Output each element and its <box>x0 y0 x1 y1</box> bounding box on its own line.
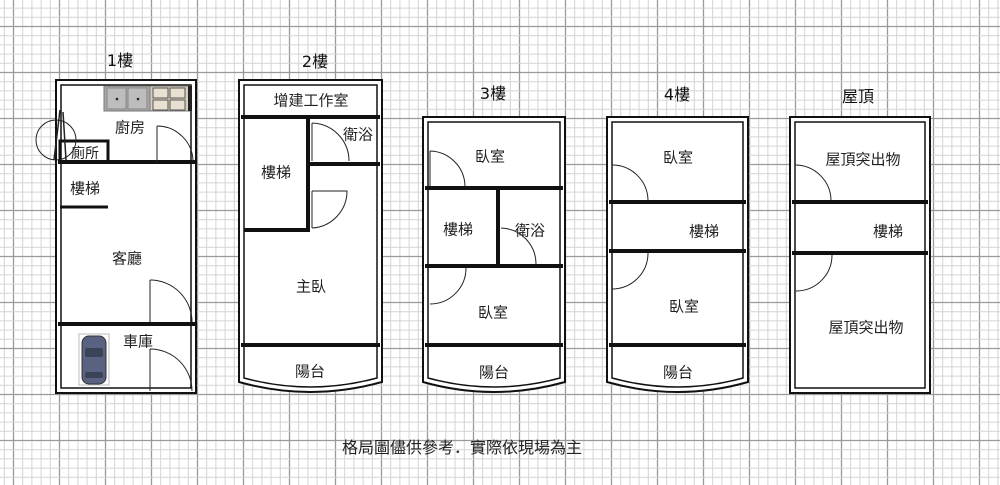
room-label: 陽台 <box>294 362 326 381</box>
door-swing-icon <box>35 109 194 392</box>
floor-title-4f: 4樓 <box>663 85 691 104</box>
room-label: 主臥 <box>295 277 327 296</box>
floor-title-1f: 1樓 <box>106 51 134 70</box>
door-swing-icon <box>611 164 649 290</box>
room-label: 衛浴 <box>514 221 546 240</box>
room-label: 客廳 <box>111 249 143 268</box>
room-label: 樓梯 <box>872 222 904 241</box>
door-swing-icon <box>794 164 833 292</box>
floor-3-plan <box>422 116 566 393</box>
floor-1-plan <box>35 79 197 394</box>
room-label: 屋頂突出物 <box>828 318 904 337</box>
floor-title-2f: 2樓 <box>301 52 329 71</box>
room-label: 臥室 <box>477 303 509 322</box>
sink-icon <box>103 85 151 112</box>
roof-plan <box>789 116 931 394</box>
car-icon <box>78 333 110 386</box>
room-label: 屋頂突出物 <box>825 150 901 169</box>
room-label: 樓梯 <box>260 163 292 182</box>
door-swing-icon <box>429 150 537 305</box>
room-label: 樓梯 <box>69 179 101 198</box>
room-label: 廚房 <box>114 118 146 137</box>
room-label: 增建工作室 <box>273 91 349 110</box>
room-label: 車庫 <box>122 332 154 351</box>
stove-icon <box>149 85 192 112</box>
room-label: 廁所 <box>71 146 99 162</box>
floor-title-roof: 屋頂 <box>841 87 875 106</box>
floor-title-3f: 3樓 <box>479 84 507 103</box>
door-swing-icon <box>311 122 350 229</box>
room-label: 樓梯 <box>688 222 720 241</box>
floor-4-plan <box>606 116 749 393</box>
room-label: 陽台 <box>478 363 510 382</box>
room-label: 臥室 <box>662 148 694 167</box>
room-label: 衛浴 <box>342 125 374 144</box>
room-label: 陽台 <box>662 363 694 382</box>
disclaimer-note: 格局圖儘供參考．實際依現場為主 <box>341 438 583 457</box>
room-label: 樓梯 <box>442 220 474 239</box>
room-label: 臥室 <box>474 147 506 166</box>
room-label: 臥室 <box>668 297 700 316</box>
floor-2-plan <box>238 79 383 393</box>
